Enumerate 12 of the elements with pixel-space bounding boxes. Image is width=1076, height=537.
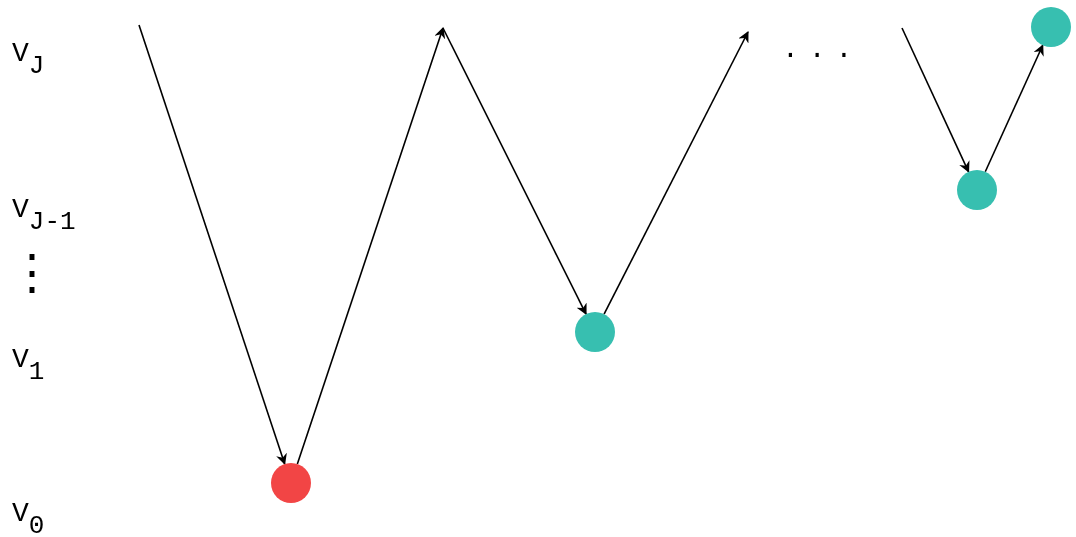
ellipsis: ... [782, 36, 863, 64]
arrow [296, 26, 446, 465]
arrow [901, 27, 970, 173]
grid-level-dot [1031, 7, 1071, 47]
ellipsis: ⋮ [8, 252, 56, 300]
grid-level-dot [957, 170, 997, 210]
arrow [442, 27, 587, 316]
grid-level-dot [271, 463, 311, 503]
grid-level-dot [575, 312, 615, 352]
arrow [603, 31, 749, 315]
arrow [138, 24, 287, 466]
arrow [984, 44, 1044, 173]
